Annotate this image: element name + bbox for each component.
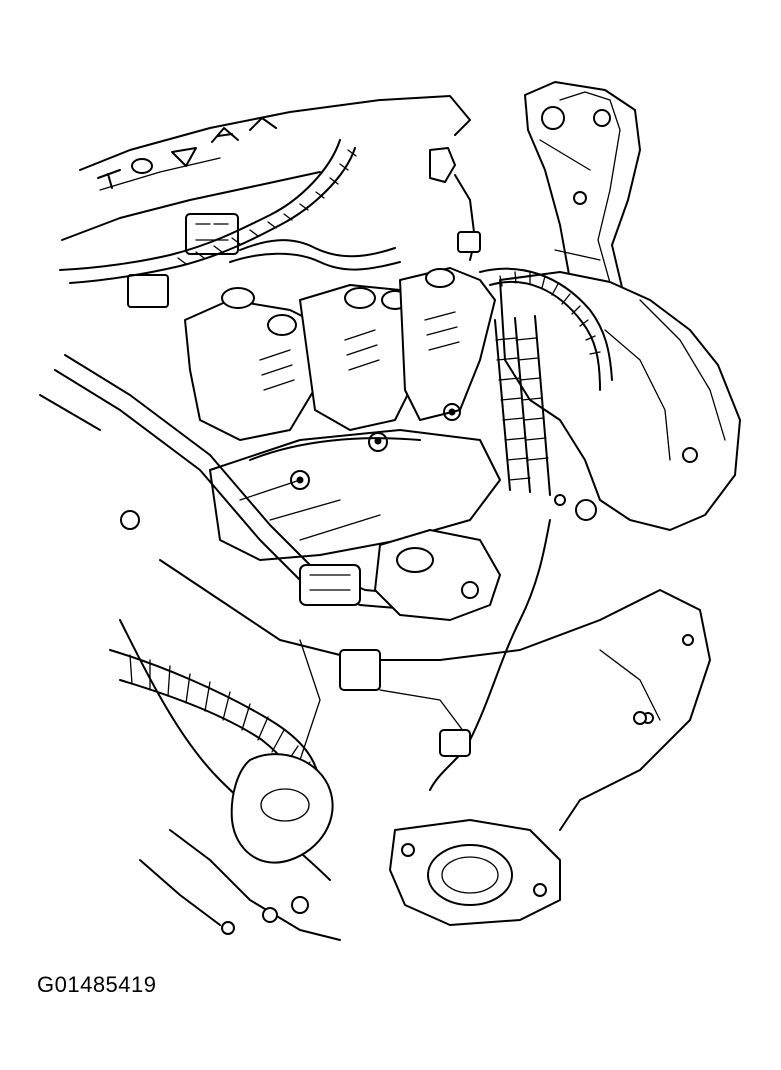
wiring-harness-side	[495, 316, 550, 495]
exhaust-manifold	[140, 754, 340, 940]
hose-fitting	[430, 148, 480, 260]
exhaust-flange	[390, 820, 560, 925]
ignition-coil-front	[400, 268, 495, 420]
wiring-harness-upper	[60, 140, 612, 390]
intake-plenum	[500, 272, 740, 530]
engine-illustration	[0, 0, 781, 960]
cast-lettering	[98, 118, 276, 188]
oxygen-sensor	[430, 520, 550, 790]
coolant-tube	[40, 355, 420, 610]
throttle-body	[300, 530, 500, 620]
engine-cover	[62, 96, 470, 240]
intake-manifold	[210, 404, 500, 560]
mounting-bracket	[525, 82, 640, 330]
ignition-coil-middle	[300, 285, 430, 430]
ignition-coil-rear	[185, 288, 330, 440]
fasteners	[121, 409, 646, 934]
figure-caption: G01485419	[37, 972, 157, 997]
coil-connectors	[128, 214, 400, 307]
